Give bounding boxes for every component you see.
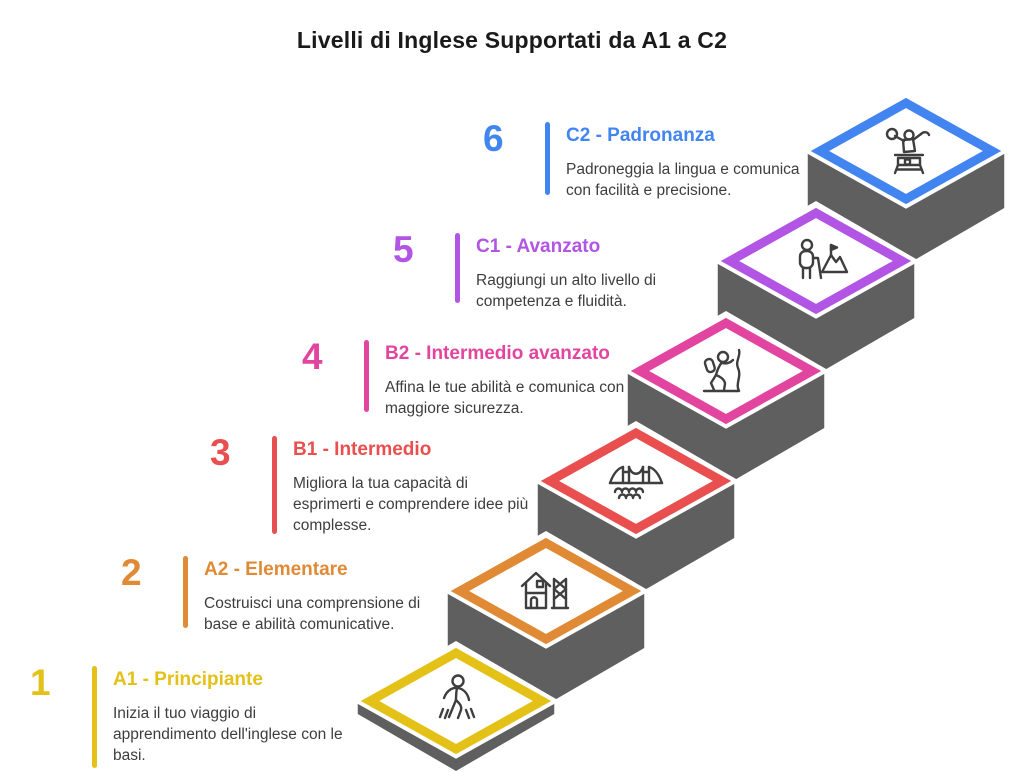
step-5-text-block: 5 C1 - Avanzato Raggiungi un alto livell… [393, 229, 756, 310]
step-4-text-block: 4 B2 - Intermedio avanzato Affina le tue… [302, 336, 665, 417]
step-3-description: Migliora la tua capacità di esprimerti e… [293, 475, 529, 535]
winner-podium-icon [885, 127, 931, 175]
step-3-text-block: 3 B1 - Intermedio Migliora la tua capaci… [210, 432, 573, 535]
step-4-title: B2 - Intermedio avanzato [385, 343, 610, 364]
step-6-description: Padroneggia la lingua e comunica con fac… [566, 161, 800, 200]
step-5-description: Raggiungi un alto livello di competenza … [476, 272, 657, 311]
step-1-number: 1 [30, 662, 51, 703]
page-title: Livelli di Inglese Supportati da A1 a C2 [296, 27, 728, 53]
step-1-accent-bar [92, 666, 97, 768]
step-6-title: C2 - Padronanza [566, 125, 715, 146]
hiker-climbing-icon [702, 348, 741, 393]
step-2-number: 2 [121, 552, 142, 593]
step-4-description: Affina le tue abilità e comunica con mag… [385, 379, 625, 418]
step-5-title: C1 - Avanzato [476, 236, 601, 257]
step-2-accent-bar [183, 556, 188, 628]
trekker-mountain-icon [798, 238, 849, 280]
step-6-accent-bar [545, 122, 550, 195]
step-6-number: 6 [483, 118, 504, 159]
step-5-tile [720, 207, 912, 315]
tile-icons [438, 127, 931, 720]
step-3-tile [540, 427, 732, 535]
step-4-number: 4 [302, 336, 323, 377]
house-construction-icon [520, 571, 570, 610]
step-2-text-block: 2 A2 - Elementare Costruisci una compren… [121, 552, 484, 633]
step-4-accent-bar [364, 340, 369, 412]
step-5-accent-bar [455, 233, 460, 303]
step-5-number: 5 [393, 229, 414, 270]
step-3-accent-bar [272, 436, 277, 534]
step-1-title: A1 - Principiante [113, 669, 263, 690]
step-1-text-block: 1 A1 - Principiante Inizia il tuo viaggi… [30, 662, 393, 768]
walking-person-icon [438, 674, 476, 720]
step-2-description: Costruisci una comprensione di base e ab… [204, 595, 421, 634]
step-1-description: Inizia il tuo viaggio di apprendimento d… [113, 705, 343, 765]
step-2-title: A2 - Elementare [204, 559, 348, 580]
step-3-title: B1 - Intermedio [293, 439, 432, 460]
step-4-tile [630, 317, 822, 425]
step-6-text-block: 6 C2 - Padronanza Padroneggia la lingua … [483, 118, 846, 199]
suspension-bridge-icon [608, 465, 664, 500]
step-3-number: 3 [210, 432, 231, 473]
